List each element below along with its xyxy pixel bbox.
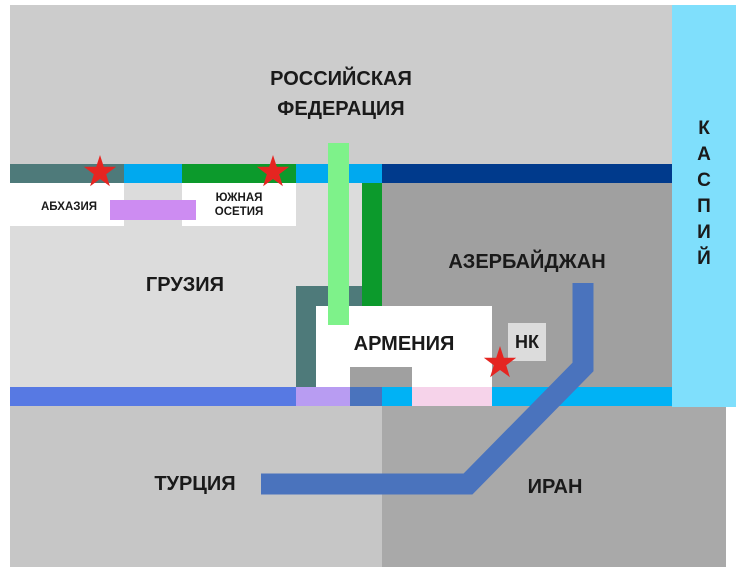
- north-border-dark-blue-segment: [382, 164, 672, 183]
- azerbaijan-label: АЗЕРБАЙДЖАН: [448, 251, 606, 273]
- south-ossetia-box: [182, 183, 296, 226]
- south-border-pink-segment: [412, 387, 492, 406]
- nagorno-karabakh-box: [508, 323, 546, 361]
- green-route-vertical: [362, 183, 382, 306]
- abkhazia-label: АБХАЗИЯ: [41, 201, 97, 213]
- turkey-label: ТУРЦИЯ: [154, 473, 236, 495]
- pipeline-route: [261, 283, 594, 495]
- south-border-blue-segment: [10, 387, 296, 406]
- caspian-letter: А: [697, 144, 711, 165]
- russia-region: [10, 5, 672, 164]
- caspian-letter: П: [697, 196, 711, 217]
- south-ossetia-label: ЮЖНАЯ ОСЕТИЯ: [214, 192, 264, 218]
- caspian-label: К А С П И Й: [684, 116, 724, 272]
- georgia-label: ГРУЗИЯ: [145, 274, 225, 296]
- armenia-inner-gray: [350, 367, 412, 387]
- nagorno-karabakh-label: НК: [515, 332, 539, 352]
- lilac-route-between-regions: [110, 200, 196, 220]
- north-border-light-blue-segment: [124, 164, 182, 183]
- russia-label: РОССИЙСКАЯ ФЕДЕРАЦИЯ: [270, 68, 412, 120]
- caspian-letter: С: [697, 170, 711, 191]
- iran-label: ИРАН: [527, 476, 583, 498]
- south-border-dark-blue-segment: [350, 387, 382, 406]
- caspian-letter: К: [698, 118, 710, 139]
- south-ossetia-star: [256, 155, 290, 187]
- nagorno-karabakh-star: [483, 346, 517, 378]
- caspian-letter: Й: [697, 248, 711, 269]
- abkhazia-star: [83, 155, 117, 187]
- armenia-label: АРМЕНИЯ: [353, 333, 455, 355]
- abkhazia-box: [10, 183, 124, 226]
- south-border-light-blue-segment: [382, 387, 412, 406]
- caspian-sea: [672, 5, 736, 407]
- caspian-letter: И: [697, 222, 711, 243]
- light-green-route-vertical: [328, 143, 349, 325]
- south-border-lilac-segment: [296, 387, 350, 406]
